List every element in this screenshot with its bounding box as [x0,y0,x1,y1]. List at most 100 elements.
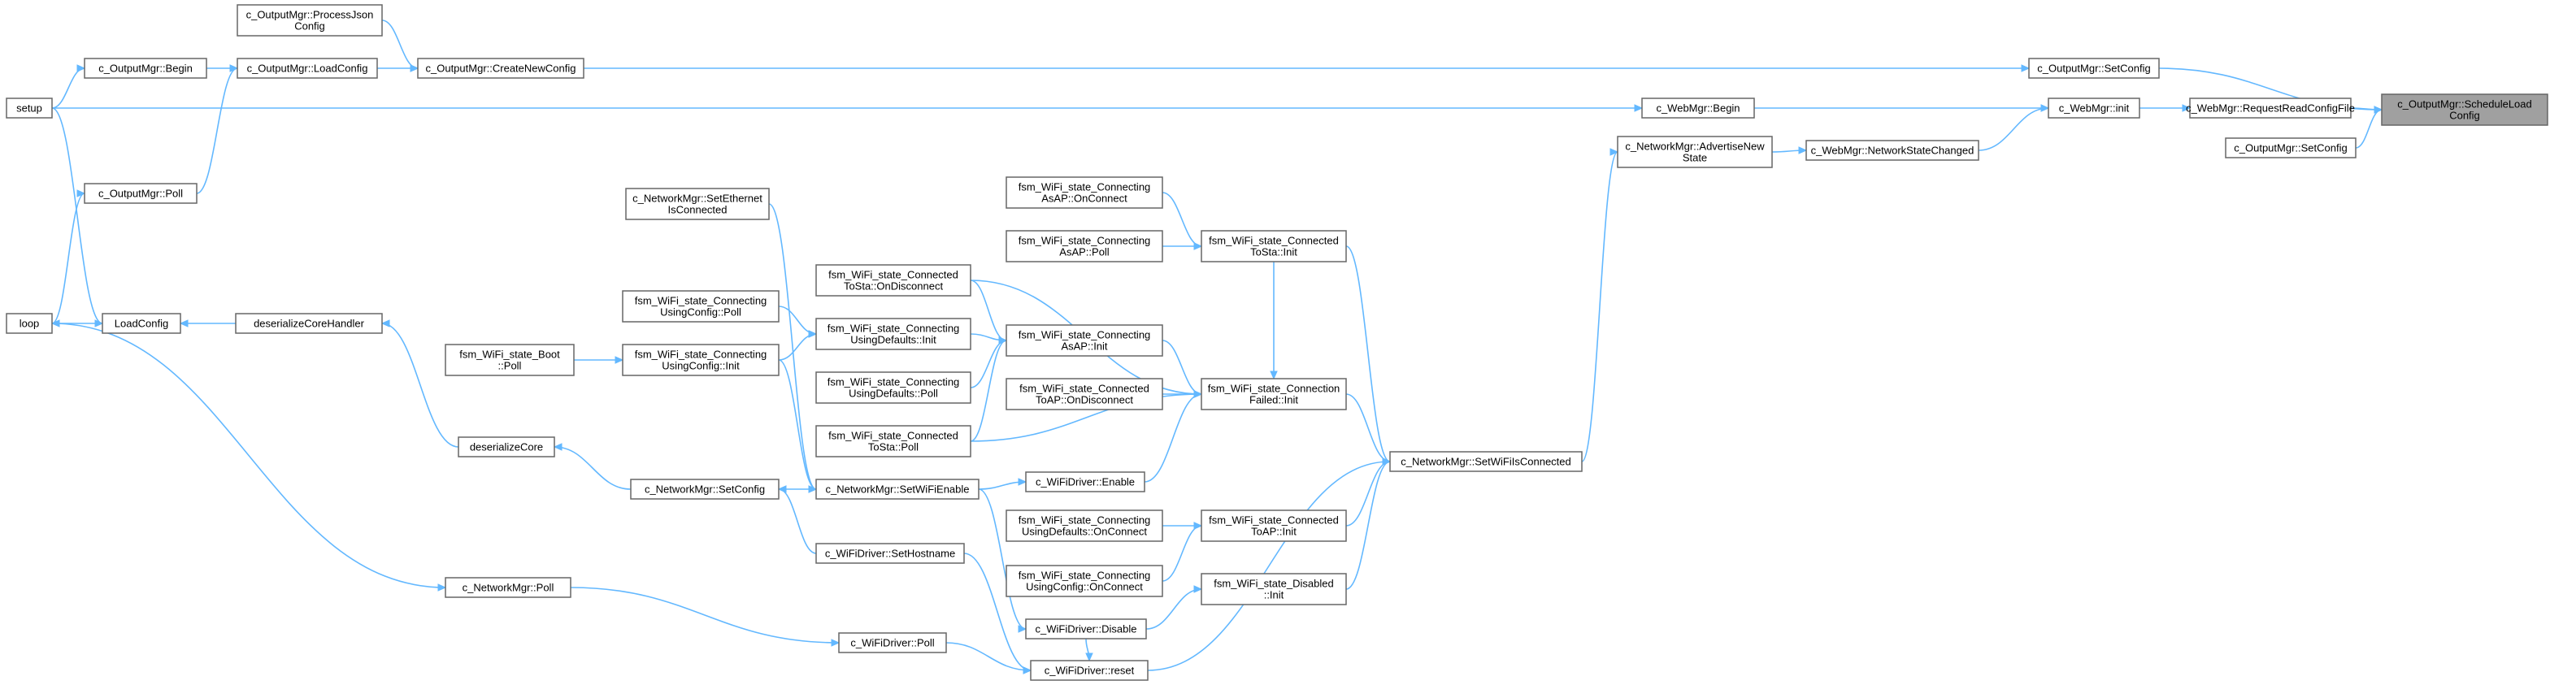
graph-edge-wd_poll-to-wd_reset [945,642,1032,674]
edge-arrowhead [1085,652,1093,662]
graph-edge-wd_sethostname-to-wd_reset [963,553,1032,674]
edge-arrowhead [1382,457,1392,466]
graph-edge-cta_init-to-setwifi_connected [1345,457,1392,527]
graph-node-cuc_onconnect[interactable]: fsm_WiFi_state_ConnectingUsingConfig::On… [1006,565,1163,597]
edge-line [51,323,446,588]
node-box [2225,137,2357,158]
graph-edge-loop-to-om_poll [51,189,86,324]
graph-edge-cuc_init-to-nm_setwifienable [778,359,818,493]
edge-line [381,20,419,69]
graph-edge-setconfig_right-to-schedule [2355,106,2383,149]
graph-node-loop[interactable]: loop [6,313,53,334]
graph-node-cud_onconnect[interactable]: fsm_WiFi_state_ConnectingUsingDefaults::… [1006,509,1163,542]
graph-node-cud_init[interactable]: fsm_WiFi_state_ConnectingUsingDefaults::… [815,318,971,350]
graph-edge-advertise-to-netstatechanged [1771,146,1808,154]
node-box [458,436,555,457]
graph-node-cuc_init[interactable]: fsm_WiFi_state_ConnectingUsingConfig::In… [622,344,780,376]
edge-arrowhead [998,336,1008,345]
graph-node-cud_poll[interactable]: fsm_WiFi_state_ConnectingUsingDefaults::… [815,371,971,404]
edge-arrowhead [831,639,841,647]
node-box [417,58,584,79]
graph-node-setup[interactable]: setup [6,98,53,119]
node-label: fsm_WiFi_state_Connecting [635,295,767,307]
node-box [1025,471,1145,492]
graph-node-om_poll[interactable]: c_OutputMgr::Poll [84,183,198,204]
edge-line [970,393,1202,442]
edge-arrowhead [229,64,239,72]
node-box [630,479,780,500]
edge-arrowhead [380,319,390,327]
graph-node-wd_reset[interactable]: c_WiFiDriver::reset [1030,660,1149,681]
graph-node-nm_setconfig[interactable]: c_NetworkMgr::SetConfig [630,479,780,500]
graph-node-createnew[interactable]: c_OutputMgr::CreateNewConfig [417,58,584,79]
graph-node-deser_core[interactable]: deserializeCore [458,436,555,457]
graph-node-setconfig_right[interactable]: c_OutputMgr::SetConfig [2225,137,2357,158]
edge-arrowhead [1018,625,1027,633]
node-label: fsm_WiFi_state_Connected [1209,514,1339,527]
edge-arrowhead [437,583,447,592]
graph-node-webmgr_begin[interactable]: c_WebMgr::Begin [1641,98,1755,119]
node-label: c_WiFiDriver::Disable [1036,623,1137,635]
graph-edge-cuc_onconnect-to-cta_init [1162,522,1203,582]
graph-node-wd_poll[interactable]: c_WiFiDriver::Poll [838,632,947,653]
graph-edge-nm_poll-to-wd_poll [570,587,841,647]
graph-node-wd_disable[interactable]: c_WiFiDriver::Disable [1025,618,1147,639]
node-label: UsingConfig::Init [662,360,740,372]
node-box [1201,230,1347,262]
graph-node-nm_setwifienable[interactable]: c_NetworkMgr::SetWiFiEnable [815,479,980,500]
edge-line [945,642,1032,671]
graph-node-om_begin[interactable]: c_OutputMgr::Begin [84,58,207,79]
edge-arrowhead [2182,104,2192,112]
graph-node-disabled_init[interactable]: fsm_WiFi_state_Disabled::Init [1201,573,1347,605]
node-label: IsConnected [668,204,728,216]
graph-edge-caa_init-to-cf_init [1162,340,1203,398]
graph-node-cts_ondisconnect[interactable]: fsm_WiFi_state_ConnectedToSta::OnDisconn… [815,264,971,297]
node-box [1201,378,1347,410]
edge-layer [50,20,2383,674]
node-box [815,425,971,457]
graph-node-wd_sethostname[interactable]: c_WiFiDriver::SetHostname [815,543,965,564]
node-label: setup [16,102,42,115]
graph-edge-caa_onconnect-to-cts_init [1162,192,1203,250]
graph-edge-processjson-to-createnew [381,20,419,72]
node-box [815,264,971,297]
node-label: c_OutputMgr::SetConfig [2037,63,2150,75]
graph-node-loadconfig_om[interactable]: c_OutputMgr::LoadConfig [237,58,378,79]
node-label: UsingConfig::OnConnect [1026,581,1143,593]
node-label: c_OutputMgr::ProcessJson [246,9,374,21]
graph-node-webmgr_init[interactable]: c_WebMgr::init [2048,98,2140,119]
graph-node-cuc_poll[interactable]: fsm_WiFi_state_ConnectingUsingConfig::Po… [622,290,780,323]
node-box [622,290,780,323]
node-box [2048,98,2140,119]
graph-node-cta_ondisconnect[interactable]: fsm_WiFi_state_ConnectedToAP::OnDisconne… [1006,378,1163,410]
graph-node-netstatechanged[interactable]: c_WebMgr::NetworkStateChanged [1805,140,1979,161]
graph-node-setwifi_connected[interactable]: c_NetworkMgr::SetWiFiIsConnected [1389,451,1583,472]
graph-node-deser_handler[interactable]: deserializeCoreHandler [235,313,383,334]
node-box [1389,451,1583,472]
node-box [1006,230,1163,262]
graph-node-setconfig_top[interactable]: c_OutputMgr::SetConfig [2028,58,2160,79]
graph-node-nm_poll[interactable]: c_NetworkMgr::Poll [445,577,571,598]
graph-node-loadconfig[interactable]: LoadConfig [102,313,181,334]
node-box [1006,509,1163,542]
graph-node-wd_enable[interactable]: c_WiFiDriver::Enable [1025,471,1145,492]
node-label: ToSta::Poll [868,441,919,453]
node-label: fsm_WiFi_state_Connecting [1019,329,1151,341]
edge-arrowhead [615,356,624,364]
graph-node-requestread[interactable]: c_WebMgr::RequestReadConfigFile [2186,98,2355,119]
node-label: c_NetworkMgr::SetWiFiEnable [826,483,970,496]
node-label: deserializeCore [470,441,543,453]
edge-line [1345,461,1391,590]
graph-node-boot_poll[interactable]: fsm_WiFi_state_Boot::Poll [445,344,575,376]
